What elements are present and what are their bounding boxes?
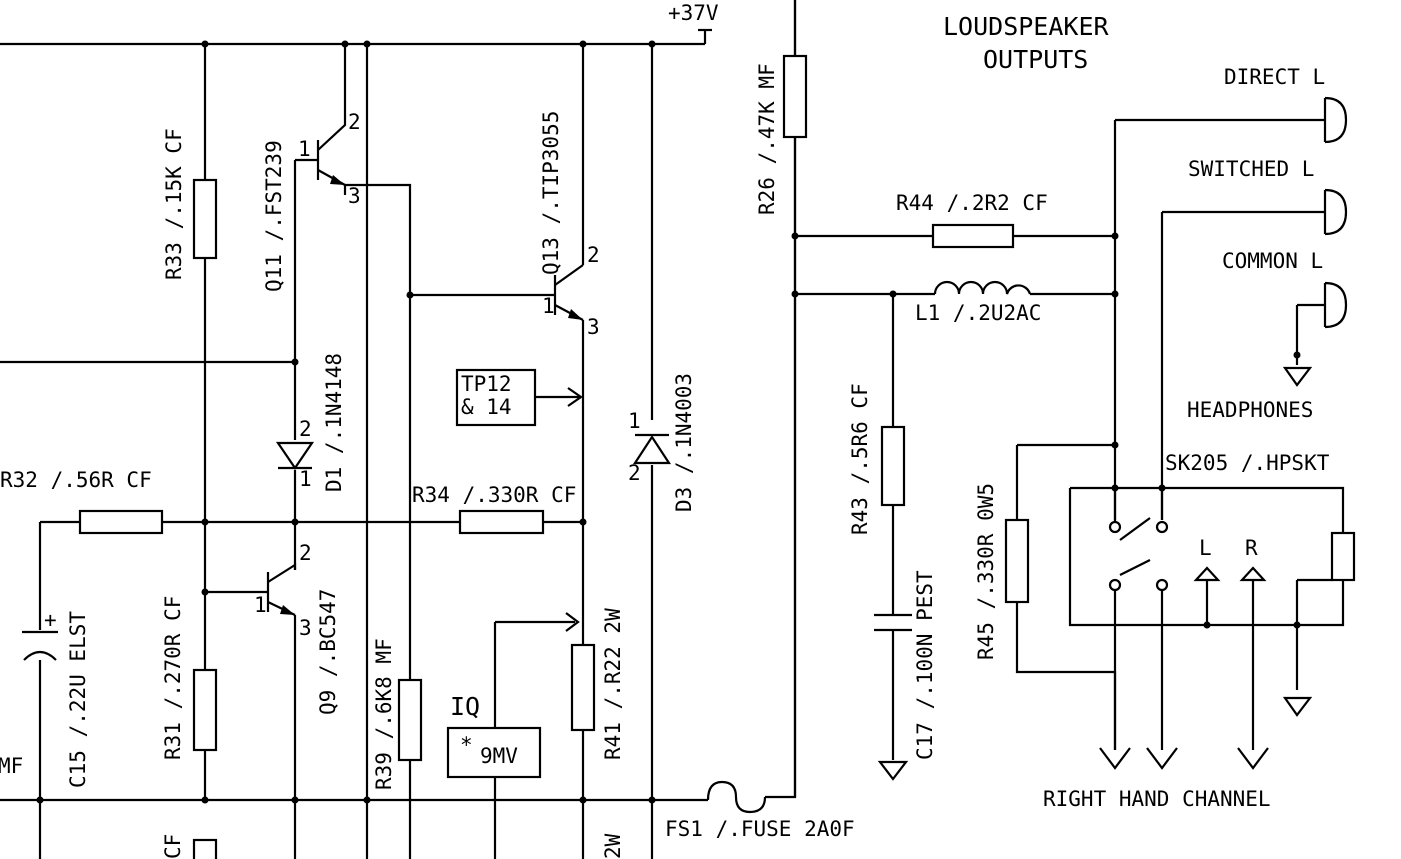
r39-label: R39 /.6K8 MF xyxy=(372,638,396,790)
q13-label: Q13 /.TIP3055 xyxy=(539,111,563,275)
resistors xyxy=(78,54,1030,859)
q9-pin-e: 3 xyxy=(299,616,312,640)
l1-label: L1 /.2U2AC xyxy=(915,301,1041,325)
tp12-label-1: TP12 xyxy=(461,372,512,396)
sk205-label: SK205 /.HPSKT xyxy=(1165,451,1330,475)
mv-label: 9MV xyxy=(480,744,518,768)
fs1-label: FS1 /.FUSE 2A0F xyxy=(665,817,855,841)
r41-label: R41 /.R22 2W xyxy=(601,608,625,760)
d1-pin-a: 2 xyxy=(299,417,312,441)
q13-pin-c: 2 xyxy=(587,243,600,267)
ground-symbols xyxy=(877,366,1313,781)
fuse-fs1 xyxy=(706,780,767,814)
q11-pin-e: 3 xyxy=(348,184,361,208)
r26-label: R26 /.47K MF xyxy=(755,63,779,215)
c15-plus: + xyxy=(44,608,57,632)
q11-label: Q11 /.FST239 xyxy=(262,140,286,292)
r26-body xyxy=(782,54,808,139)
iq-asterisk: * xyxy=(460,733,473,757)
r39-body xyxy=(397,678,423,762)
r32-label: R32 /.56R CF xyxy=(0,468,152,492)
wires xyxy=(0,0,1345,859)
right-hand-channel-label: RIGHT HAND CHANNEL xyxy=(1043,787,1271,811)
capacitor-c15 xyxy=(22,630,58,661)
q9-pin-b: 1 xyxy=(254,593,267,617)
output-jacks xyxy=(1323,96,1348,329)
diode-d1 xyxy=(275,441,315,470)
q11-pin-b: 1 xyxy=(298,137,311,161)
r43-body xyxy=(880,425,906,507)
q13-pin-e: 3 xyxy=(587,315,600,339)
labels: +37V LOUDSPEAKER OUTPUTS DIRECT L SWITCH… xyxy=(0,1,1330,859)
q9-pin-c: 2 xyxy=(299,541,312,565)
q13-pin-b: 1 xyxy=(542,294,555,318)
tp12-box xyxy=(455,368,537,427)
r-bottom-fragment-body xyxy=(192,838,218,859)
q11-pin-c: 2 xyxy=(348,110,361,134)
direct-l-label: DIRECT L xyxy=(1224,65,1325,89)
r33-label: R33 /.15K CF xyxy=(162,128,186,280)
d1-pin-k: 1 xyxy=(299,467,312,491)
arrow-heads xyxy=(565,387,1269,770)
switched-l-label: SWITCHED L xyxy=(1188,157,1314,181)
headphones-label: HEADPHONES xyxy=(1187,398,1313,422)
r34-body xyxy=(458,509,545,535)
transistor-q9 xyxy=(266,563,297,616)
r41-body xyxy=(570,643,596,732)
d3-pin-a: 2 xyxy=(628,461,641,485)
mf-fragment-label: MF xyxy=(0,754,23,778)
r45-body xyxy=(1004,518,1030,604)
diode-d3 xyxy=(632,433,672,465)
transistor-q11 xyxy=(316,115,347,186)
d1-label: D1 /.1N4148 xyxy=(322,353,346,492)
r43-label: R43 /.5R6 CF xyxy=(848,383,872,535)
r31-body xyxy=(192,668,218,752)
r31-label: R31 /.270R CF xyxy=(161,596,185,760)
junction-dots xyxy=(36,40,1301,804)
c17-label: C17 /.100N PEST xyxy=(913,570,937,760)
socket-l-label: L xyxy=(1199,536,1212,560)
cf-fragment-label: CF xyxy=(161,834,185,859)
iq-label: IQ xyxy=(450,692,480,721)
loudspeaker-title-2: OUTPUTS xyxy=(983,45,1088,74)
socket-internals xyxy=(1108,517,1356,592)
iq-meter-box xyxy=(446,726,542,779)
loudspeaker-title-1: LOUDSPEAKER xyxy=(943,12,1110,41)
d3-pin-k: 1 xyxy=(628,409,641,433)
r44-body xyxy=(931,223,1015,249)
r45-label: R45 /.330R 0W5 xyxy=(974,483,998,660)
supply-label: +37V xyxy=(668,1,719,25)
d3-label: D3 /.1N4003 xyxy=(672,373,696,512)
r44-label: R44 /.2R2 CF xyxy=(896,191,1048,215)
capacitor-c17 xyxy=(874,613,912,632)
tp12-label-2: & 14 xyxy=(461,395,512,419)
r32-body xyxy=(78,509,164,535)
r33-body xyxy=(192,178,218,260)
socket-r-label: R xyxy=(1245,536,1258,560)
q9-label: Q9 /.BC547 xyxy=(316,589,340,715)
w2-fragment-label: 2W xyxy=(601,833,625,859)
inductor-l1 xyxy=(933,280,1032,295)
transistor-q13 xyxy=(553,264,584,321)
r34-label: R34 /.330R CF xyxy=(412,483,576,507)
common-l-label: COMMON L xyxy=(1222,249,1323,273)
c15-label: C15 /.22U ELST xyxy=(66,611,90,788)
